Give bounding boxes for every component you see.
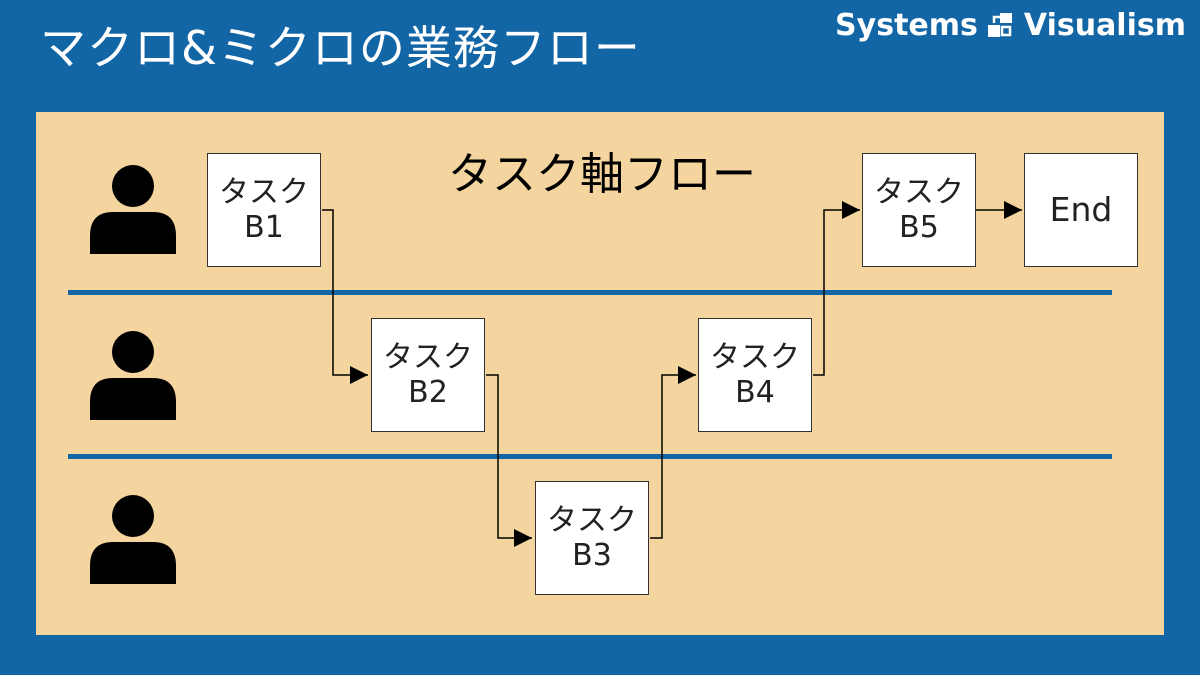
task-code: B2 — [408, 375, 448, 410]
flow-logo-icon — [987, 12, 1012, 37]
task-label: タスク — [219, 174, 309, 210]
end-box: End — [1024, 153, 1138, 267]
arrowhead-b4-b5 — [842, 201, 860, 219]
brand-left-text: Systems — [835, 8, 978, 43]
task-b4-box: タスク B4 — [698, 318, 812, 432]
connector-b1-b2 — [322, 209, 368, 376]
task-label: タスク — [874, 174, 964, 210]
task-b3-box: タスク B3 — [535, 481, 649, 595]
connector-b2-b3 — [486, 374, 532, 539]
brand-logo: Systems Visualism — [835, 8, 1186, 43]
connector-b4-b5 — [813, 209, 860, 376]
task-code: B3 — [572, 538, 612, 573]
task-b5-box: タスク B5 — [862, 153, 976, 267]
person-icon — [90, 331, 176, 420]
task-code: B1 — [244, 210, 284, 245]
task-label: タスク — [710, 339, 800, 375]
person-icon — [90, 495, 176, 584]
brand-right-text: Visualism — [1023, 8, 1186, 43]
connector-b3-b4 — [650, 374, 696, 539]
lane-divider — [68, 454, 1112, 459]
arrowhead-b2-b3 — [514, 529, 532, 547]
end-label: End — [1049, 189, 1113, 229]
arrowhead-b3-b4 — [678, 366, 696, 384]
flow-title: タスク軸フロー — [448, 149, 756, 200]
person-icon — [90, 165, 176, 254]
task-label: タスク — [547, 502, 637, 538]
arrowhead-b1-b2 — [350, 366, 368, 384]
arrowhead-b5-end — [1004, 201, 1022, 219]
task-code: B5 — [899, 210, 939, 245]
task-code: B4 — [735, 375, 775, 410]
task-b1-box: タスク B1 — [207, 153, 321, 267]
lane-divider — [68, 290, 1112, 295]
slide-title: マクロ&ミクロの業務フロー — [40, 21, 641, 75]
task-label: タスク — [383, 339, 473, 375]
task-b2-box: タスク B2 — [371, 318, 485, 432]
